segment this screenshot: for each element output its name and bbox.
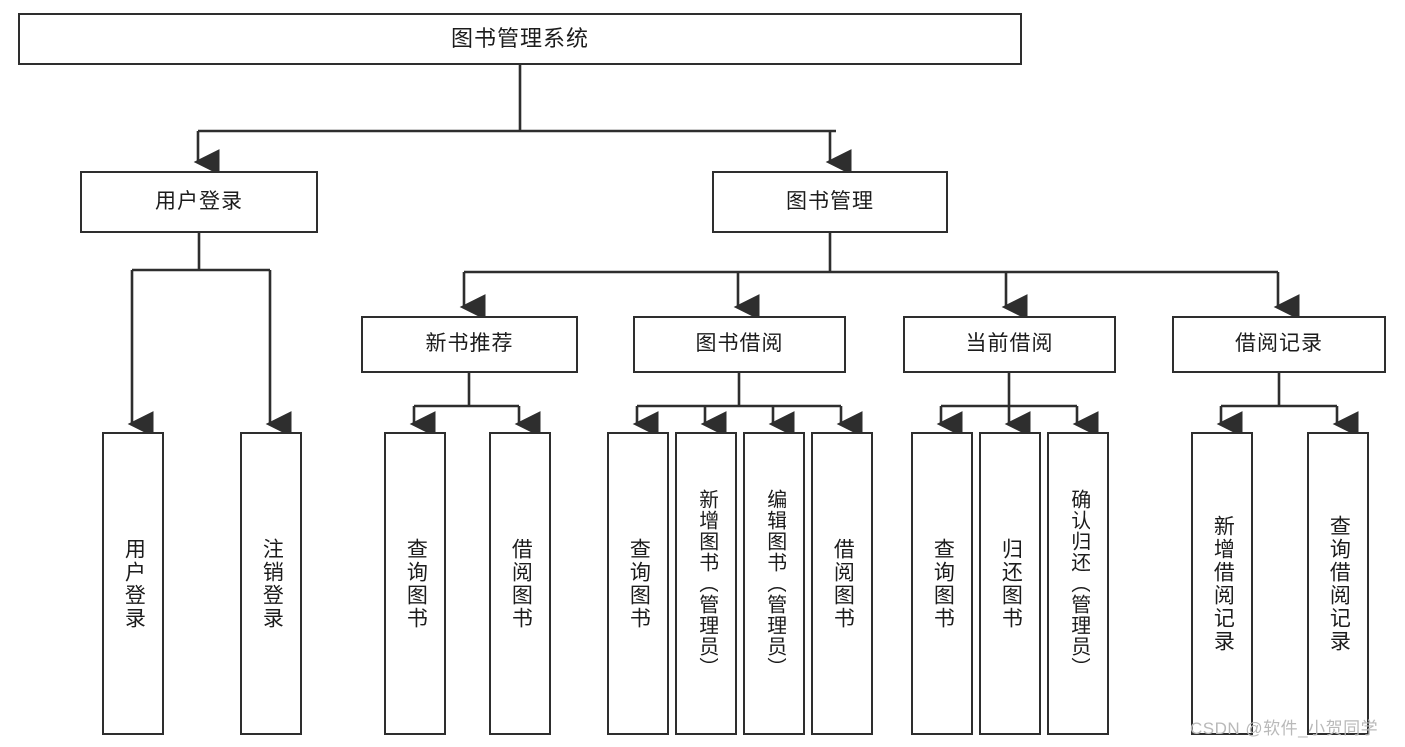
node-label: 借阅记录 bbox=[1235, 332, 1323, 356]
leaf-confirm-return-admin[interactable]: 确认归还（管理员） bbox=[1047, 432, 1109, 735]
leaf-label: 新增图书（管理员） bbox=[695, 489, 718, 678]
node-label: 图书管理 bbox=[786, 189, 874, 213]
node-label: 用户登录 bbox=[155, 189, 243, 213]
leaf-label: 借阅图书 bbox=[509, 537, 533, 630]
leaf-label: 新增借阅记录 bbox=[1211, 514, 1235, 653]
leaf-add-book-admin[interactable]: 新增图书（管理员） bbox=[675, 432, 737, 735]
node-label: 新书推荐 bbox=[425, 332, 514, 356]
leaf-label: 查询图书 bbox=[627, 537, 651, 630]
node-label: 图书管理系统 bbox=[450, 26, 589, 52]
node-label: 图书借阅 bbox=[695, 332, 784, 356]
csdn-watermark: CSDN @软件_小贺同学 bbox=[1190, 719, 1379, 738]
leaf-label: 用户登录 bbox=[122, 537, 146, 630]
leaf-query-book-borrow[interactable]: 查询图书 bbox=[607, 432, 669, 735]
leaf-label: 编辑图书（管理员） bbox=[763, 489, 786, 678]
leaf-edit-book-admin[interactable]: 编辑图书（管理员） bbox=[743, 432, 805, 735]
leaf-add-borrow-record[interactable]: 新增借阅记录 bbox=[1191, 432, 1253, 735]
leaf-label: 借阅图书 bbox=[831, 537, 855, 630]
leaf-query-book-recommend[interactable]: 查询图书 bbox=[384, 432, 446, 735]
leaf-label: 查询图书 bbox=[931, 537, 955, 630]
leaf-label: 注销登录 bbox=[260, 537, 284, 630]
node-root-book-management-system[interactable]: 图书管理系统 bbox=[18, 13, 1022, 65]
leaf-label: 归还图书 bbox=[999, 537, 1023, 630]
leaf-user-login[interactable]: 用户登录 bbox=[102, 432, 164, 735]
leaf-borrow-book-recommend[interactable]: 借阅图书 bbox=[489, 432, 551, 735]
leaf-logout[interactable]: 注销登录 bbox=[240, 432, 302, 735]
node-book-borrow[interactable]: 图书借阅 bbox=[633, 316, 846, 373]
node-book-management[interactable]: 图书管理 bbox=[712, 171, 948, 233]
node-new-book-recommend[interactable]: 新书推荐 bbox=[361, 316, 578, 373]
leaf-return-book[interactable]: 归还图书 bbox=[979, 432, 1041, 735]
leaf-label: 查询图书 bbox=[404, 537, 428, 630]
leaf-query-book-current[interactable]: 查询图书 bbox=[911, 432, 973, 735]
node-user-login[interactable]: 用户登录 bbox=[80, 171, 318, 233]
leaf-borrow-book[interactable]: 借阅图书 bbox=[811, 432, 873, 735]
node-borrow-record[interactable]: 借阅记录 bbox=[1172, 316, 1386, 373]
leaf-label: 确认归还（管理员） bbox=[1067, 489, 1090, 678]
node-label: 当前借阅 bbox=[965, 332, 1054, 356]
node-current-borrow[interactable]: 当前借阅 bbox=[903, 316, 1116, 373]
leaf-label: 查询借阅记录 bbox=[1327, 514, 1351, 653]
leaf-query-borrow-record[interactable]: 查询借阅记录 bbox=[1307, 432, 1369, 735]
